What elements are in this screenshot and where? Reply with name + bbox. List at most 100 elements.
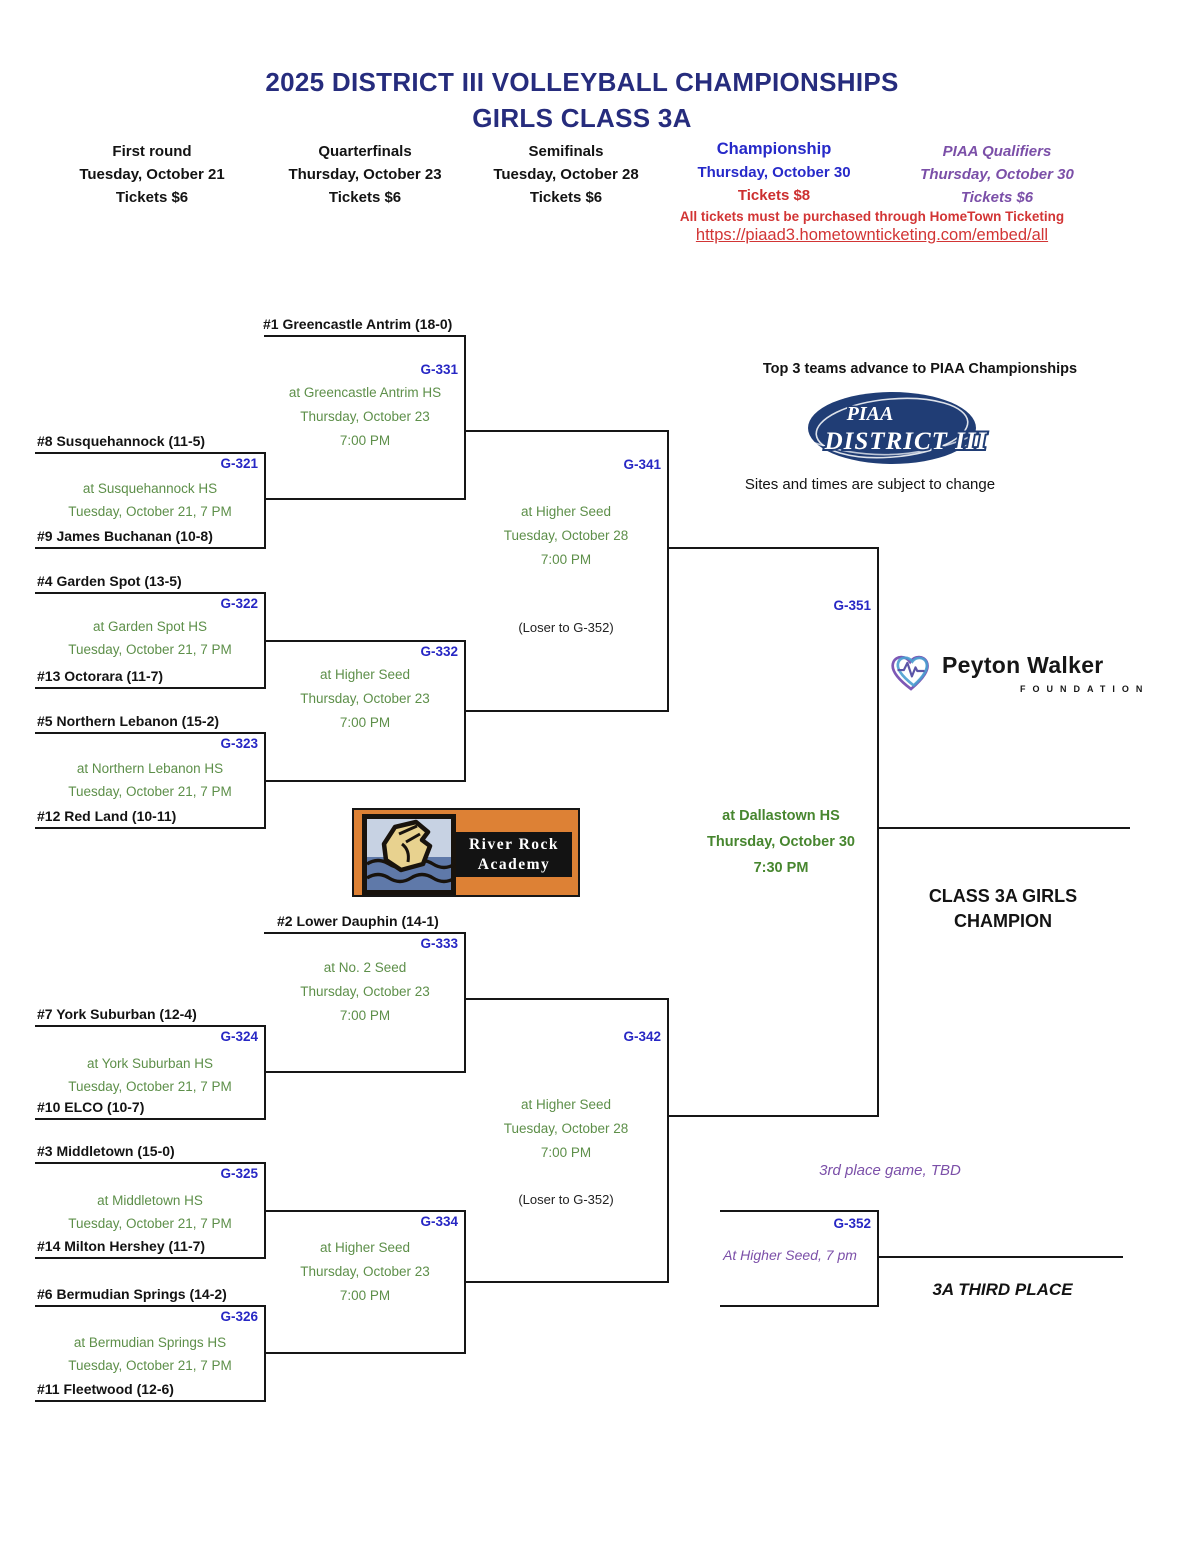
heart-pulse-icon: [884, 645, 938, 702]
bracket-line: [35, 1400, 266, 1402]
ticketing-note: All tickets must be purchased through Ho…: [679, 209, 1065, 224]
round-tickets: Tickets $8: [737, 187, 811, 204]
game-venue: at York Suburban HS: [86, 1056, 214, 1071]
bracket-line: [264, 1025, 266, 1120]
bracket-line: [464, 335, 466, 500]
round-tickets: Tickets $6: [960, 189, 1034, 206]
peyton-walker-foundation-text: FOUNDATION: [1020, 684, 1150, 694]
game-date: Thursday, October 23: [300, 409, 430, 424]
game-venue: at No. 2 Seed: [323, 960, 407, 975]
game-date: Tuesday, October 28: [503, 528, 629, 543]
subject-to-change-note: Sites and times are subject to change: [744, 476, 996, 493]
round-header-semifinals: Semifinals Tuesday, October 28 Tickets $…: [456, 140, 676, 209]
champion-label-line1: CLASS 3A GIRLS: [928, 886, 1078, 906]
bracket-line: [35, 1305, 266, 1307]
game-time: 7:30 PM: [753, 860, 809, 876]
round-header-quarterfinals: Quarterfinals Thursday, October 23 Ticke…: [255, 140, 475, 209]
round-date: Tuesday, October 21: [79, 166, 225, 183]
team-milton-hershey: #14 Milton Hershey (11-7): [37, 1238, 206, 1254]
bracket-line: [35, 1118, 266, 1120]
round-header-first: First round Tuesday, October 21 Tickets …: [42, 140, 262, 209]
game-info-g352: At Higher Seed, 7 pm: [690, 1244, 890, 1267]
bracket-line: [264, 932, 466, 934]
game-info-g325: at Middletown HS Tuesday, October 21, 7 …: [30, 1189, 270, 1235]
game-label-g324: G-324: [220, 1029, 258, 1044]
team-lower-dauphin: #2 Lower Dauphin (14-1): [277, 913, 439, 929]
game-label-g326: G-326: [220, 1309, 258, 1324]
bracket-line: [35, 452, 266, 454]
bracket-line: [264, 335, 466, 337]
advance-note: Top 3 teams advance to PIAA Championship…: [762, 361, 1078, 377]
round-date: Thursday, October 23: [288, 166, 442, 183]
game-info-g341: at Higher Seed Tuesday, October 28 7:00 …: [446, 500, 686, 572]
bracket-line: [464, 430, 669, 432]
round-header-piaa-qualifiers: PIAA Qualifiers Thursday, October 30 Tic…: [887, 140, 1107, 209]
team-red-land: #12 Red Land (10-11): [37, 808, 177, 824]
bracket-line: [264, 1305, 266, 1402]
bracket-line: [35, 732, 266, 734]
piaa-district-ellipse-icon: PIAA DISTRICT III: [808, 392, 989, 464]
round-tickets: Tickets $6: [328, 189, 402, 206]
piaa-district-logo: PIAA DISTRICT III: [806, 390, 1008, 471]
game-label-g322: G-322: [220, 596, 258, 611]
game-venue: at Higher Seed: [319, 1240, 411, 1255]
team-york-suburban: #7 York Suburban (12-4): [37, 1006, 197, 1022]
game-label-g333: G-333: [420, 936, 458, 951]
bracket-line: [264, 592, 266, 689]
game-label-g341: G-341: [623, 457, 661, 472]
ticketing-link[interactable]: https://piaad3.hometownticketing.com/emb…: [695, 226, 1049, 244]
game-info-g321: at Susquehannock HS Tuesday, October 21,…: [30, 477, 270, 523]
bracket-line: [877, 1256, 1123, 1258]
bracket-line: [464, 1281, 669, 1283]
game-datetime: Tuesday, October 21, 7 PM: [68, 504, 232, 519]
third-place-label: 3A THIRD PLACE: [932, 1280, 1073, 1299]
game-time: 7:00 PM: [339, 433, 391, 448]
game-venue: at Higher Seed: [520, 1097, 612, 1112]
game-label-g321: G-321: [220, 456, 258, 471]
team-susquehannock: #8 Susquehannock (11-5): [37, 433, 206, 449]
bracket-line: [264, 780, 466, 782]
game-label-g334: G-334: [420, 1214, 458, 1229]
bracket-line: [264, 640, 466, 642]
game-info-g331: at Greencastle Antrim HS Thursday, Octob…: [245, 381, 485, 453]
river-rock-logo: River Rock Academy: [352, 808, 580, 897]
champion-label: CLASS 3A GIRLS CHAMPION: [903, 884, 1103, 934]
team-greencastle-antrim: #1 Greencastle Antrim (18-0): [263, 316, 453, 332]
game-info-g351: at Dallastown HS Thursday, October 30 7:…: [661, 803, 901, 881]
game-date: Thursday, October 23: [300, 691, 430, 706]
round-name: PIAA Qualifiers: [942, 143, 1052, 160]
game-time: 7:00 PM: [540, 552, 592, 567]
bracket-line: [35, 1025, 266, 1027]
team-middletown: #3 Middletown (15-0): [37, 1143, 175, 1159]
game-info-g322: at Garden Spot HS Tuesday, October 21, 7…: [30, 615, 270, 661]
piaa-logo-text: PIAA: [846, 403, 894, 425]
team-northern-lebanon: #5 Northern Lebanon (15-2): [37, 713, 220, 729]
game-date: Thursday, October 30: [707, 834, 855, 850]
game-info-g342: at Higher Seed Tuesday, October 28 7:00 …: [446, 1093, 686, 1165]
round-name: Quarterfinals: [318, 143, 412, 160]
game-time: 7:00 PM: [339, 1008, 391, 1023]
game-date: Tuesday, October 28: [503, 1121, 629, 1136]
peyton-walker-logo: Peyton Walker FOUNDATION: [884, 645, 1142, 702]
bracket-line: [264, 1071, 466, 1073]
game-venue: at Garden Spot HS: [92, 619, 208, 634]
round-date: Thursday, October 30: [920, 166, 1074, 183]
round-tickets: Tickets $6: [115, 189, 189, 206]
bracket-line: [264, 498, 466, 500]
game-label-g351: G-351: [833, 598, 871, 613]
bracket-line: [264, 452, 266, 549]
round-name: Semifinals: [528, 143, 604, 160]
page-title-line2: GIRLS CLASS 3A: [472, 103, 692, 133]
game-venue: at Greencastle Antrim HS: [288, 385, 442, 400]
game-venue: at Northern Lebanon HS: [76, 761, 224, 776]
round-tickets: Tickets $6: [529, 189, 603, 206]
bracket-line: [35, 1162, 266, 1164]
game-venue: At Higher Seed, 7 pm: [723, 1247, 857, 1263]
bracket-line: [264, 1352, 466, 1354]
bracket-line: [464, 1210, 466, 1354]
loser-note-g342: (Loser to G-352): [518, 1192, 614, 1207]
bracket-line: [464, 932, 466, 1073]
bracket-line: [720, 1305, 879, 1307]
bracket-line: [877, 1210, 879, 1307]
page-title-line1: 2025 DISTRICT III VOLLEYBALL CHAMPIONSHI…: [265, 67, 899, 97]
